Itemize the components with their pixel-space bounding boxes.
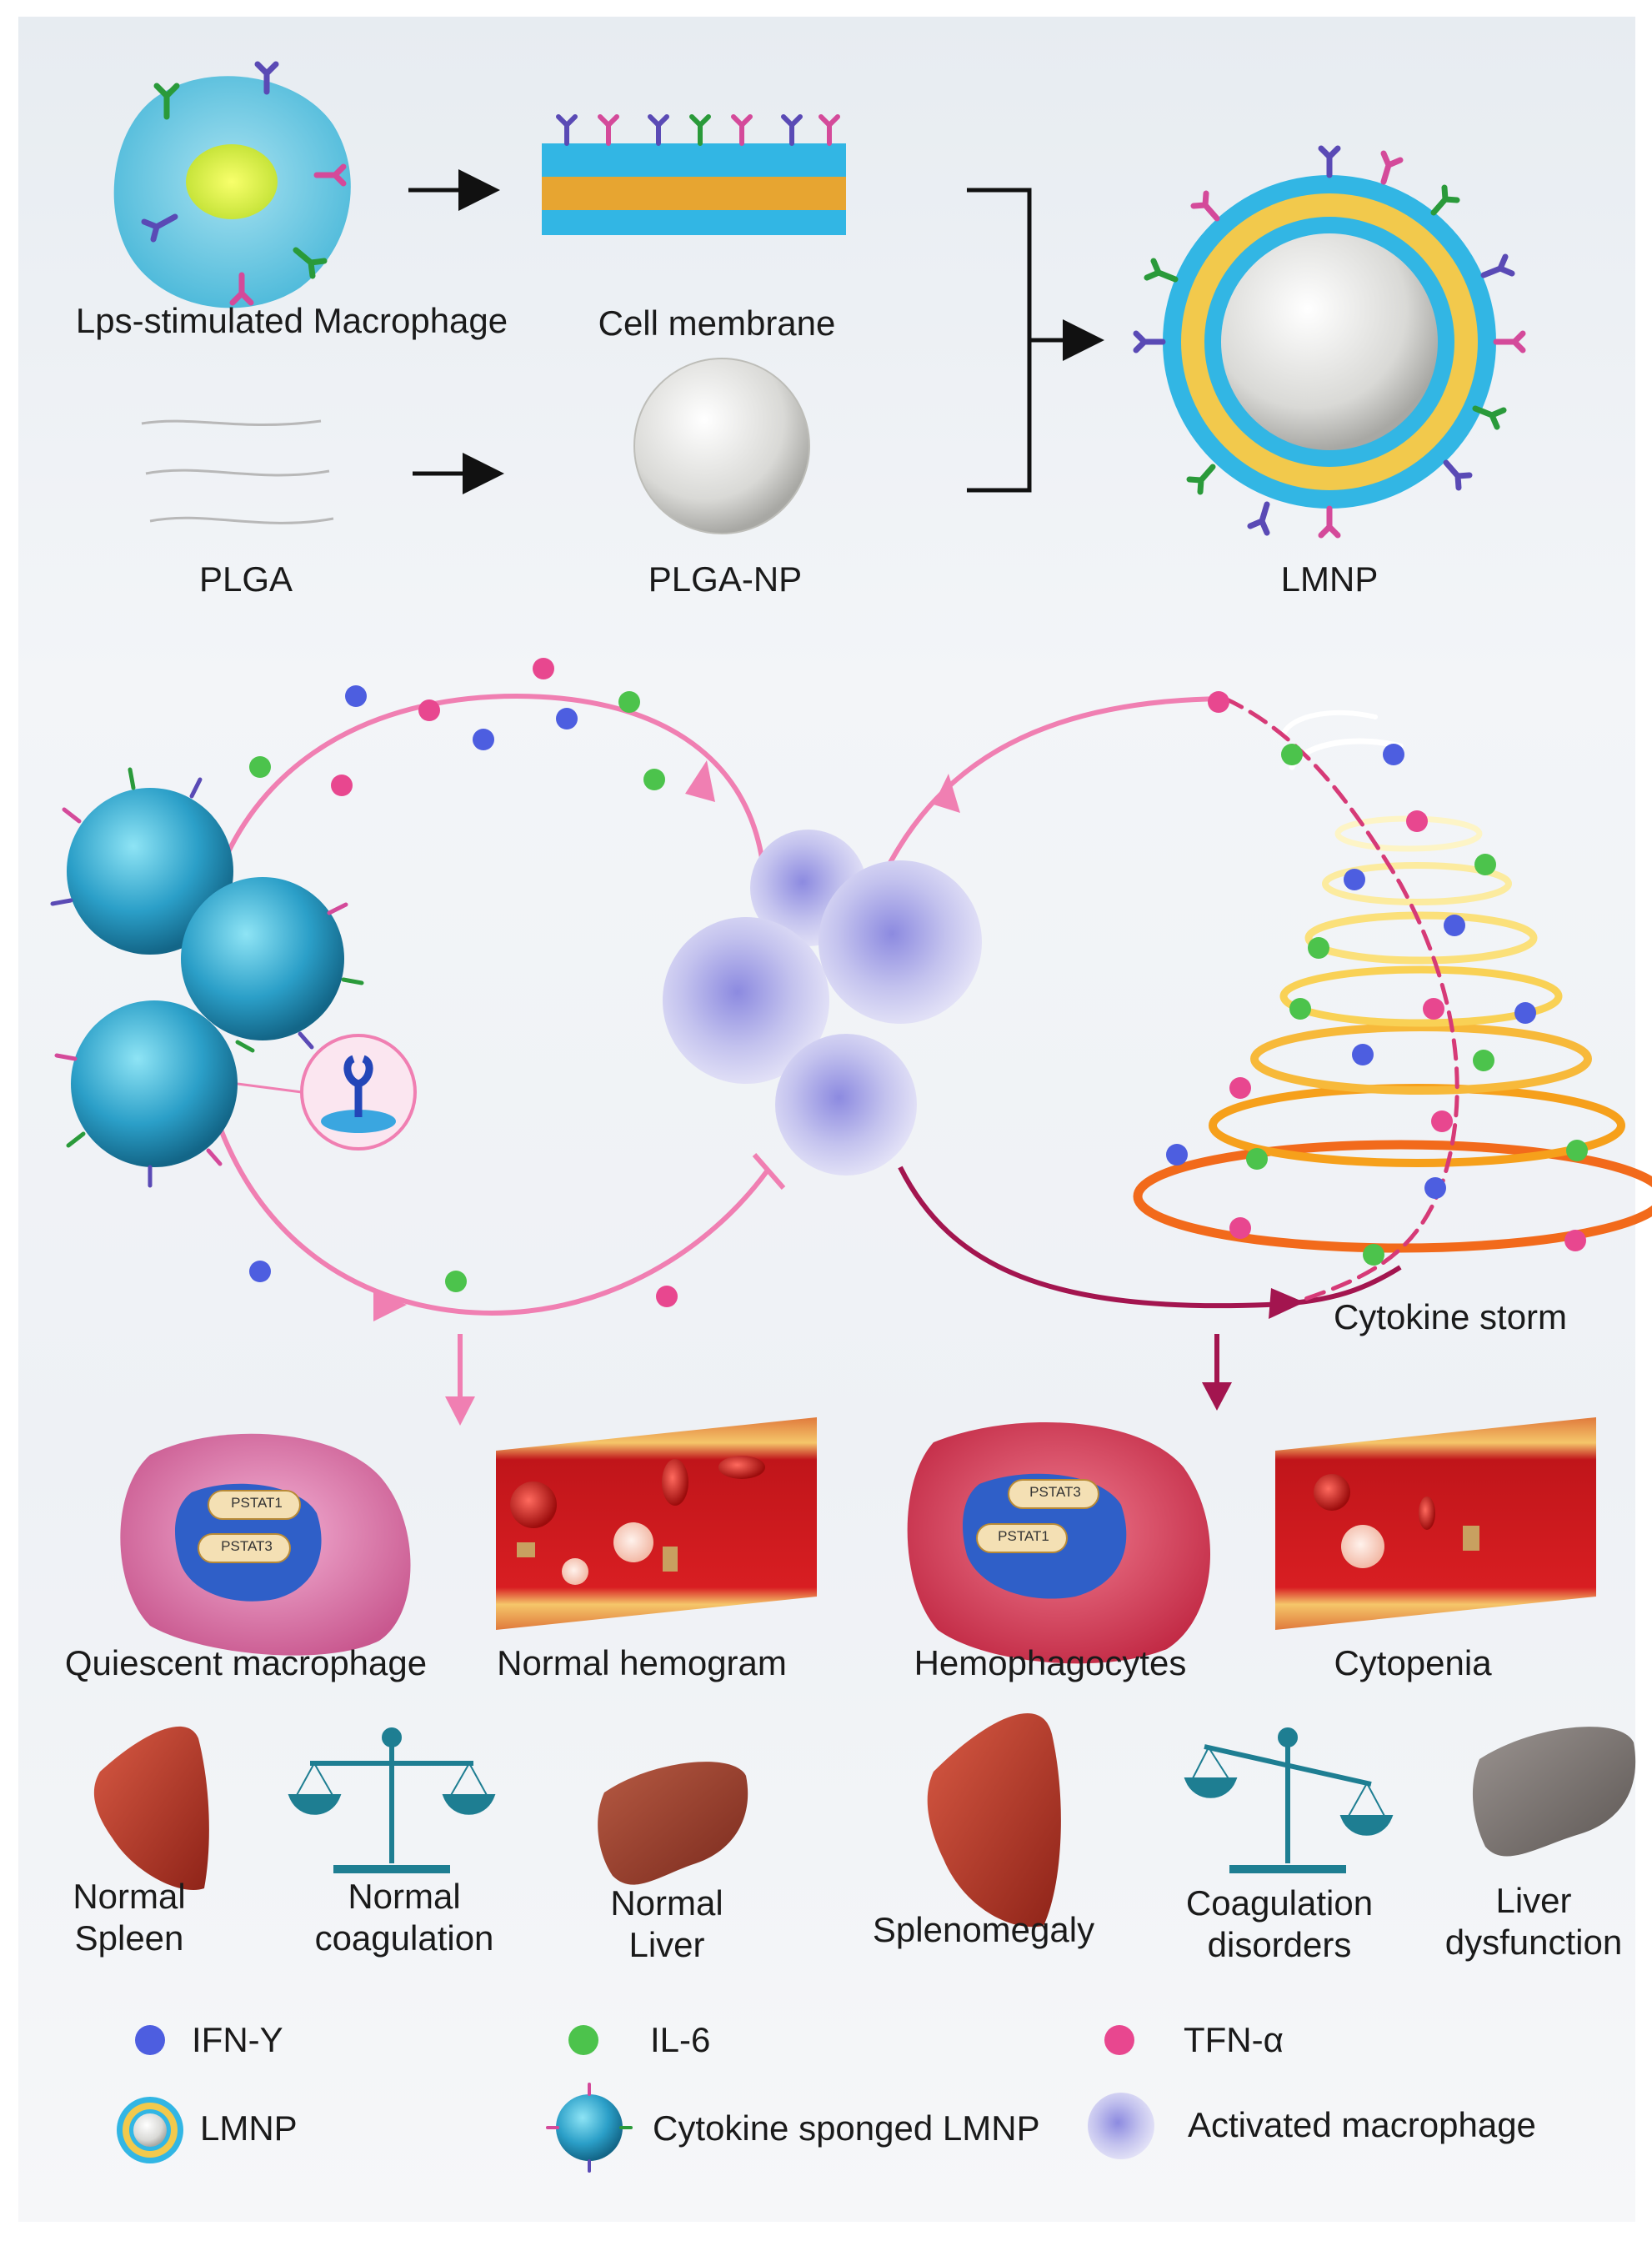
normal-coagulation-scale-icon: [288, 1727, 496, 1873]
label-lmnp: LMNP: [1280, 559, 1379, 599]
sponged-lmnp-cluster: [50, 767, 417, 1188]
legend-tfn-label: TFN-α: [1184, 2020, 1284, 2059]
label-pstat1-down: PSTAT1: [231, 1495, 283, 1511]
cytokine-storm-tornado: [1133, 696, 1652, 1303]
cell-membrane-illustration: [542, 114, 846, 235]
dark-return-path: [898, 1166, 1402, 1309]
normal-liver-organ: [598, 1762, 748, 1885]
label-cytokine-storm: Cytokine storm: [1333, 1297, 1568, 1336]
legend-il6-dot: [568, 2025, 598, 2055]
label-pstat1-up: PSTAT1: [998, 1528, 1049, 1544]
left-down-arrow: [445, 1334, 475, 1426]
hemophagocyte-illustration: [907, 1422, 1211, 1664]
lps-macrophage-illustration: [113, 61, 351, 308]
legend-activated-macrophage-icon: [1088, 2093, 1154, 2159]
label-normal-spleen: Normal Spleen: [73, 1877, 186, 1958]
label-cytopenia: Cytopenia: [1334, 1643, 1492, 1682]
enlarged-spleen-organ: [927, 1712, 1061, 1928]
dysfunctional-liver-organ: [1472, 1727, 1636, 1857]
label-coagulation-disorders: Coagulation disorders: [1185, 1883, 1374, 1965]
legend-lmnp-label: LMNP: [200, 2108, 298, 2148]
label-hemophagocytes: Hemophagocytes: [914, 1643, 1187, 1682]
right-upper-path: [881, 696, 1226, 877]
label-splenomegaly: Splenomegaly: [872, 1910, 1095, 1949]
pink-arrowhead-right-up: [934, 774, 960, 813]
pink-arrowhead-right: [373, 1291, 407, 1321]
legend-ifn-dot: [135, 2025, 165, 2055]
bracket: [967, 188, 1032, 493]
pink-arrowhead-up: [685, 760, 715, 802]
legend-lmnp-icon: [117, 2097, 183, 2163]
activated-macrophage-cluster: [663, 830, 982, 1176]
legend-sponged-lmnp-icon: [546, 2083, 633, 2173]
coagulation-disorder-scale-icon: [1184, 1727, 1394, 1873]
label-pstat3-up: PSTAT3: [1029, 1484, 1081, 1500]
label-normal-liver: Normal Liver: [610, 1883, 723, 1965]
legend-sponged-lmnp-label: Cytokine sponged LMNP: [653, 2108, 1040, 2148]
label-plga: PLGA: [198, 559, 293, 599]
label-cell-membrane: Cell membrane: [598, 303, 836, 343]
label-normal-coagulation: Normal coagulation: [314, 1877, 494, 1958]
label-liver-dysfunction: Liver dysfunction: [1444, 1881, 1623, 1963]
lmnp-particle: [1133, 145, 1526, 539]
legend-tfn-dot: [1104, 2025, 1134, 2055]
label-quiescent-macrophage: Quiescent macrophage: [64, 1643, 428, 1682]
plga-np-sphere: [633, 358, 810, 534]
legend-il6-label: IL-6: [650, 2020, 711, 2059]
legend-ifn-label: IFN-Y: [192, 2020, 283, 2059]
right-down-arrow: [1202, 1334, 1232, 1411]
label-pstat3-down: PSTAT3: [221, 1538, 273, 1554]
label-normal-hemogram: Normal hemogram: [497, 1643, 787, 1682]
legend-activated-macrophage-label: Activated macrophage: [1188, 2105, 1536, 2144]
normal-hemogram-vessel: [496, 1417, 817, 1630]
plga-polymer-lines: [141, 419, 334, 524]
cycle-cytokine-dots: [249, 658, 1588, 1307]
cytopenia-vessel: [1275, 1417, 1596, 1630]
label-plga-np: PLGA-NP: [648, 559, 803, 599]
quiescent-macrophage-illustration: [120, 1433, 411, 1656]
label-lps-macrophage: Lps-stimulated Macrophage: [75, 301, 508, 340]
dark-arrowhead: [1269, 1288, 1304, 1319]
left-cytokine-cycle: [218, 693, 786, 1316]
normal-spleen-organ: [93, 1726, 209, 1890]
